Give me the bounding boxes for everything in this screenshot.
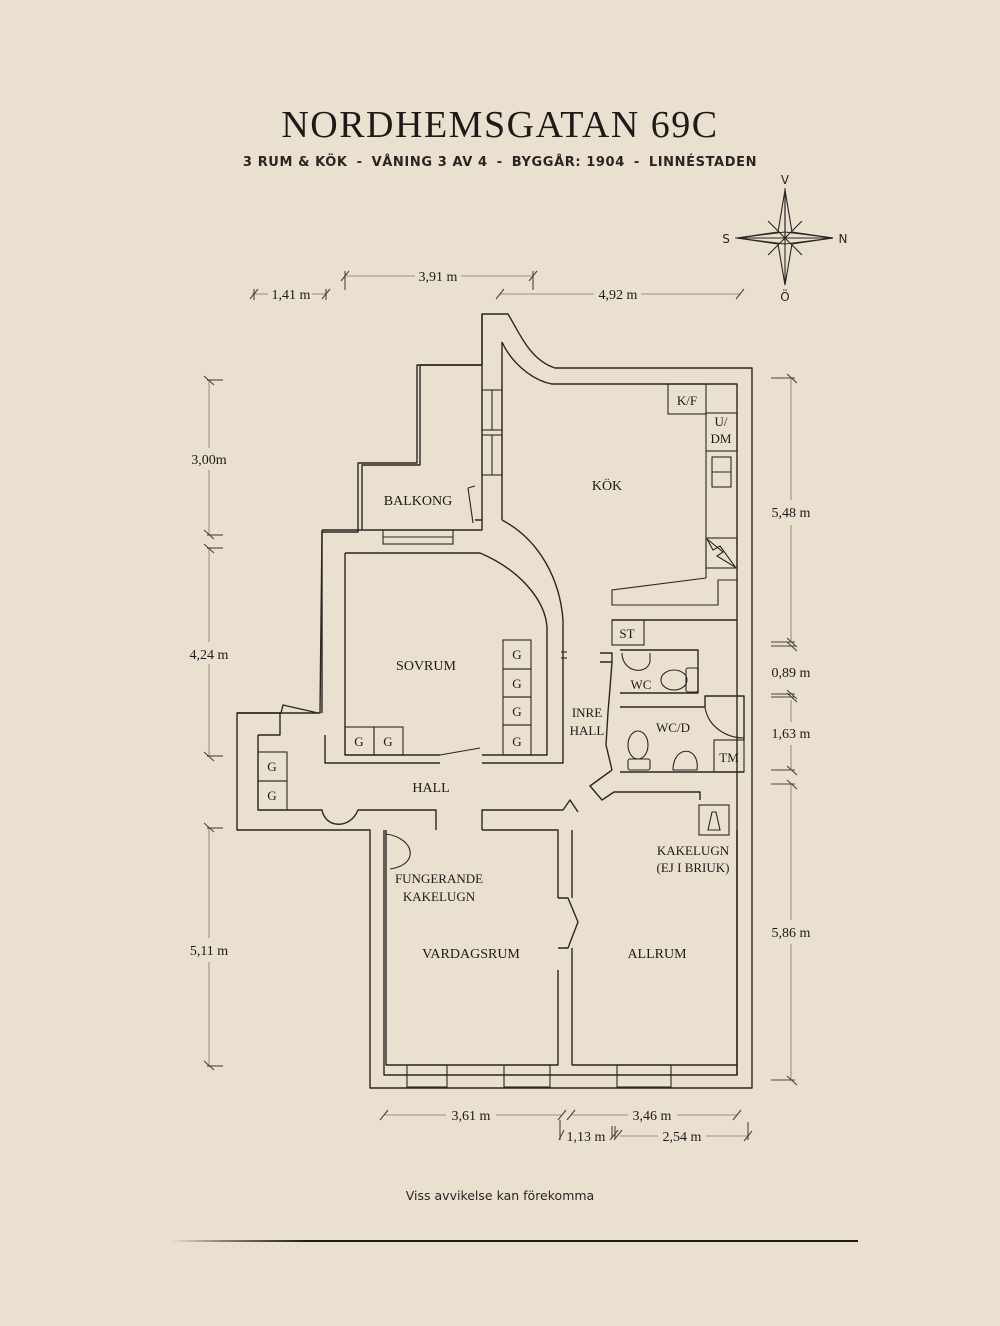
- wardrobe-label: G: [267, 759, 276, 774]
- wardrobe-label: G: [512, 704, 521, 719]
- room-label-kok: KÖK: [592, 477, 622, 494]
- family-room: KAKELUGN (EJ I BRIUK) ALLRUM: [571, 804, 737, 1088]
- compass-rose-icon: V S N Ö: [722, 173, 847, 304]
- dimensions-right: 5,48 m 0,89 m 1,63 m 5,86 m: [771, 373, 811, 1086]
- dimension-left-3: 5,11 m: [190, 944, 228, 959]
- dimension-bottom-1: 3,61 m: [452, 1109, 491, 1124]
- dimensions-left: 3,00m 4,24 m 5,11 m: [190, 375, 229, 1071]
- tiled-stove-icon: [707, 811, 721, 831]
- room-label-sovrum: SOVRUM: [396, 659, 456, 674]
- compass-east-label: Ö: [780, 288, 789, 304]
- footer-divider: [170, 1240, 858, 1242]
- subtitle: 3 RUM & KÖK-VÅNING 3 AV 4-BYGGÅR: 1904-L…: [0, 155, 1000, 170]
- dimension-bottom-3: 1,13 m: [567, 1130, 606, 1145]
- room-label-allrum: ALLRUM: [627, 947, 687, 962]
- subtitle-rooms: 3 RUM & KÖK: [242, 155, 348, 170]
- sink-icon: [621, 652, 651, 671]
- toilet-icon: [627, 730, 649, 760]
- wardrobe-label: G: [512, 734, 521, 749]
- wardrobe-label: G: [512, 647, 521, 662]
- dimension-right-4: 5,86 m: [772, 926, 811, 941]
- compass-north-label: N: [839, 232, 848, 246]
- wardrobe-label: G: [512, 676, 521, 691]
- hall: G G HALL: [237, 704, 579, 830]
- fixture-udm-1: U/: [715, 414, 728, 429]
- compass-south-label: S: [722, 232, 730, 246]
- dimension-bottom-2: 3,46 m: [633, 1109, 672, 1124]
- dimension-left-2: 4,24 m: [190, 648, 229, 663]
- subtitle-separator: -: [356, 155, 363, 170]
- kakelugn-label: KAKELUGN: [403, 889, 476, 904]
- living-room: FUNGERANDE KAKELUGN VARDAGSRUM: [385, 829, 579, 1088]
- dimension-right-2: 0,89 m: [772, 666, 811, 681]
- fixture-udm-2: DM: [711, 431, 732, 446]
- dimension-bottom-4: 2,54 m: [663, 1130, 702, 1145]
- kitchen: K/F U/ DM KÖK: [592, 383, 738, 621]
- subtitle-floor: VÅNING 3 AV 4: [371, 155, 488, 170]
- room-label-wcd: WC/D: [656, 720, 690, 735]
- dimension-top-1: 1,41 m: [272, 288, 311, 303]
- bedroom: G G G G G G SOVRUM: [321, 519, 567, 764]
- wardrobe-label: G: [383, 734, 392, 749]
- room-label-balkong: BALKONG: [384, 494, 452, 509]
- fixture-tm: TM: [719, 750, 739, 765]
- balcony: BALKONG: [322, 364, 483, 531]
- stove-icon: [705, 537, 738, 569]
- room-label-wc: WC: [631, 677, 652, 692]
- subtitle-separator: -: [633, 155, 640, 170]
- kakelugn-label: KAKELUGN: [657, 843, 730, 858]
- dimensions-top: 1,41 m 3,91 m 4,92 m: [249, 270, 745, 303]
- dimension-left-1: 3,00m: [191, 453, 227, 468]
- subtitle-district: LINNÉSTADEN: [648, 155, 758, 170]
- subtitle-year: BYGGÅR: 1904: [511, 155, 625, 170]
- dimension-right-1: 5,48 m: [772, 506, 811, 521]
- toilet-icon: [660, 669, 688, 691]
- dimension-right-3: 1,63 m: [772, 727, 811, 742]
- room-label-inre-hall: HALL: [570, 723, 605, 738]
- kakelugn-label: FUNGERANDE: [395, 871, 483, 886]
- dimension-top-3: 4,92 m: [599, 288, 638, 303]
- page-title: NORDHEMSGATAN 69C: [281, 104, 719, 146]
- room-label-inre-hall: INRE: [572, 705, 602, 720]
- room-label-hall: HALL: [412, 781, 449, 796]
- kakelugn-label: (EJ I BRIUK): [657, 860, 730, 875]
- sink-icon: [672, 750, 698, 771]
- room-label-vardagsrum: VARDAGSRUM: [422, 947, 520, 962]
- exterior-walls: [236, 313, 753, 1089]
- subtitle-separator: -: [496, 155, 503, 170]
- fixture-kf: K/F: [677, 393, 697, 408]
- fixture-st: ST: [619, 626, 634, 641]
- compass-west-label: V: [781, 173, 790, 187]
- wardrobe-label: G: [267, 788, 276, 803]
- disclaimer-note: Viss avvikelse kan förekomma: [405, 1188, 595, 1203]
- dimensions-bottom: 3,61 m 3,46 m 1,13 m 2,54 m: [379, 1109, 753, 1145]
- dimension-top-2: 3,91 m: [419, 270, 458, 285]
- wardrobe-label: G: [354, 734, 363, 749]
- inner-hall-bathrooms: ST WC TM WC/D INRE HALL: [570, 619, 745, 801]
